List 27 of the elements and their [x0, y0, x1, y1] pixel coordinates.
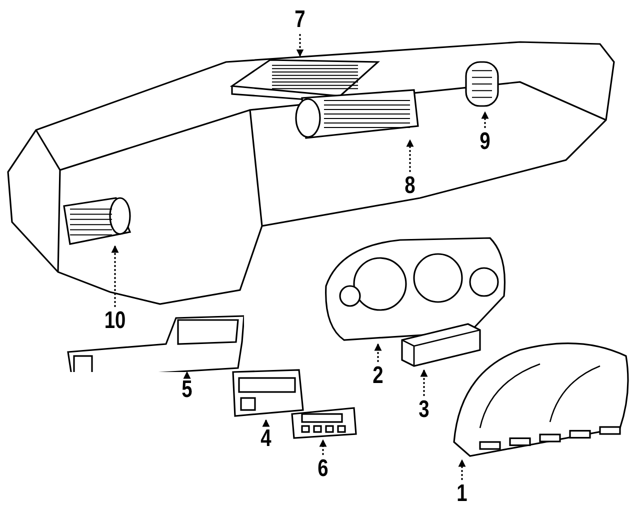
air-vent-drawing — [63, 197, 132, 245]
callout-number: 10 — [103, 307, 127, 335]
leader-arrow — [481, 111, 489, 128]
callout-number: 3 — [412, 396, 436, 424]
control-panel-drawing — [291, 407, 357, 439]
leader-arrow — [262, 419, 270, 427]
leader-arrow — [296, 34, 304, 57]
leader-arrow — [319, 439, 327, 455]
callout-number: 2 — [366, 362, 390, 390]
callout-number: 1 — [450, 480, 474, 508]
air-vent-drawing — [465, 61, 499, 107]
leader-arrow — [183, 371, 191, 379]
air-vent-drawing — [295, 89, 419, 139]
cluster-cover-drawing — [453, 342, 629, 457]
callout-number: 5 — [175, 376, 199, 404]
callout-number: 7 — [288, 6, 312, 34]
leader-arrow — [111, 245, 119, 307]
callout-number: 9 — [473, 128, 497, 156]
leader-arrow — [420, 369, 428, 396]
leader-arrow — [406, 139, 414, 172]
leader-arrow — [374, 343, 382, 362]
callout-number: 4 — [254, 425, 278, 453]
callout-number: 6 — [311, 455, 335, 483]
panel-drawing — [401, 323, 481, 367]
leader-arrow — [458, 459, 466, 480]
callout-number: 8 — [398, 172, 422, 200]
control-unit-drawing — [232, 369, 304, 417]
